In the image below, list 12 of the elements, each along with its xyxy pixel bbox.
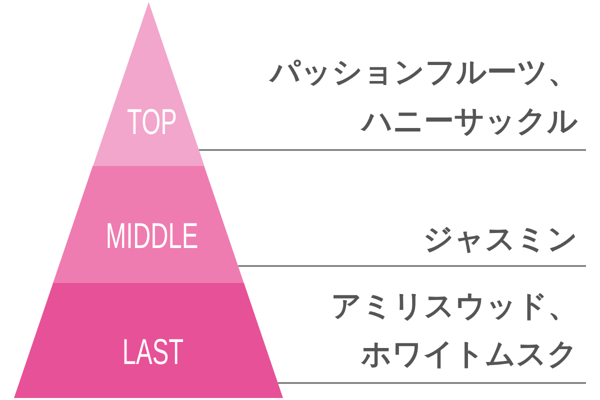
- tier-label: TOP: [128, 104, 178, 140]
- pyramid-tier: [92, 2, 204, 166]
- note-text: パッションフルーツ、ハニーサックル: [268, 54, 578, 141]
- pyramid-tier: [53, 166, 244, 283]
- note-text: ジャスミン: [423, 220, 578, 258]
- tier-label: MIDDLE: [106, 218, 199, 254]
- note-text: アミリスウッド、ホワイトムスク: [330, 288, 578, 374]
- tier-label: LAST: [122, 334, 184, 370]
- pyramid-tier: [14, 283, 283, 398]
- leader-line: [278, 382, 586, 384]
- leader-line: [238, 265, 586, 267]
- leader-line: [198, 149, 586, 151]
